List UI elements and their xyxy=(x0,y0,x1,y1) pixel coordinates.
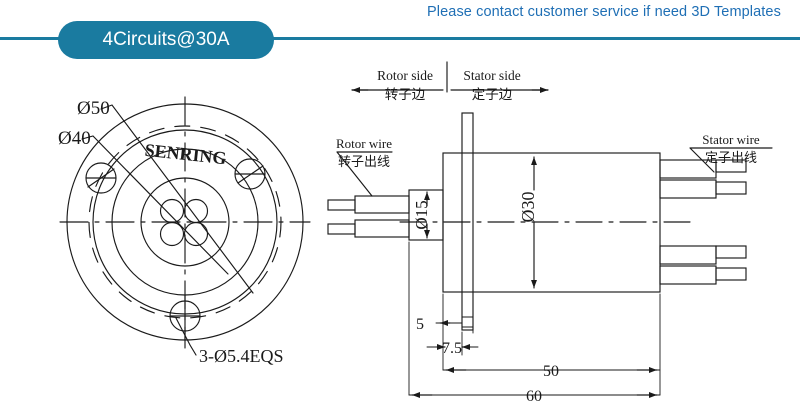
label-stator-side-en: Stator side xyxy=(463,68,520,83)
header-divider-rule xyxy=(0,37,800,40)
side-view-group xyxy=(327,61,773,398)
stator-wire-terminal xyxy=(715,267,747,281)
label-rotor-wire-en: Rotor wire xyxy=(336,136,392,151)
leader-mounting-holes xyxy=(175,317,197,356)
leader-diameter-40 xyxy=(81,135,229,275)
label-diameter-30: Ø30 xyxy=(518,192,538,223)
circuit-hole xyxy=(183,221,209,247)
label-diameter-40: Ø40 xyxy=(58,128,91,149)
label-mounting-holes: 3-Ø5.4EQS xyxy=(199,346,284,366)
label-dim-60: 60 xyxy=(526,388,542,405)
stator-wire-terminal xyxy=(715,181,747,195)
stator-wire-terminal xyxy=(715,159,747,173)
leader-rotor-wire xyxy=(336,151,393,197)
rotor-wire-terminal xyxy=(327,223,356,235)
annotation-text-layer: Ø50 Ø40 3-Ø5.4EQS SENRING Rotor side 转子边… xyxy=(58,68,760,405)
circuit-hole xyxy=(159,221,185,247)
stator-wire xyxy=(659,245,717,265)
stator-wire xyxy=(659,265,717,285)
circuit-hole xyxy=(159,198,185,224)
label-stator-side-cn: 定子边 xyxy=(472,87,513,102)
leader-diameter-50 xyxy=(100,104,254,294)
rotor-wire xyxy=(354,195,410,214)
label-stator-wire-cn: 定子出线 xyxy=(705,150,757,165)
circuit-hole xyxy=(183,198,209,224)
title-badge: 4Circuits@30A xyxy=(58,21,274,59)
stator-wire-terminal xyxy=(715,245,747,259)
label-dim-75: 7.5 xyxy=(442,340,462,357)
front-view-group xyxy=(59,96,311,356)
label-rotor-side-en: Rotor side xyxy=(377,68,433,83)
label-rotor-side-cn: 转子边 xyxy=(385,87,426,102)
leader-stator-wire xyxy=(689,147,773,173)
rotor-hub-outline xyxy=(408,189,444,241)
label-rotor-wire-cn: 转子出线 xyxy=(338,154,390,169)
label-dim-5: 5 xyxy=(416,316,424,333)
label-stator-wire-en: Stator wire xyxy=(702,132,760,147)
rotor-wire-terminal xyxy=(327,199,356,211)
header-note: Please contact customer service if need … xyxy=(427,4,781,20)
label-diameter-15: Ø15 xyxy=(412,200,431,229)
stator-wire xyxy=(659,179,717,199)
label-dim-50: 50 xyxy=(543,363,559,380)
label-diameter-50: Ø50 xyxy=(77,98,110,119)
